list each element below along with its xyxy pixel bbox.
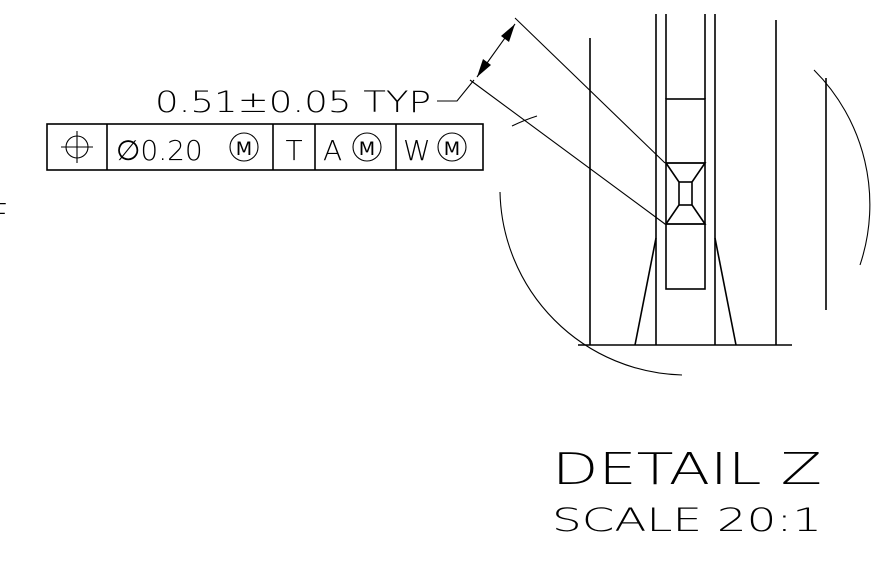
feature-control-frame: ∅0.20 M T A M W M [46,123,484,171]
datum-tertiary-mmc-icon: M [437,132,467,162]
datum-tertiary: W [403,134,431,167]
datum-secondary-mmc-letter: M [359,138,375,160]
extension-line-lower [469,79,666,225]
tolerance-mmc-icon: M [229,132,259,162]
datum-primary: T [285,134,302,167]
dimension-arrow-lower [477,59,491,77]
datum-tertiary-mmc-letter: M [444,138,460,160]
detail-boundary-arc-right [813,69,871,266]
detail-scale: SCALE 20:1 [552,501,822,539]
dimension-leader [437,79,475,102]
part-section [578,14,827,346]
edge-fragment-text: F [0,198,8,233]
detail-boundary-arc-lower [499,191,683,376]
datum-secondary-mmc-icon: M [352,132,382,162]
dimension-text: 0.51±0.05 TYP [155,85,431,119]
tolerance-mmc-letter: M [236,138,252,160]
datum-secondary: A [323,134,342,167]
position-tolerance-icon [61,131,93,163]
detail-title: DETAIL Z [552,444,822,495]
dimension-arrow-upper [501,24,515,42]
tolerance-value: ∅0.20 [116,134,203,167]
detail-boundary-arc [511,115,538,127]
